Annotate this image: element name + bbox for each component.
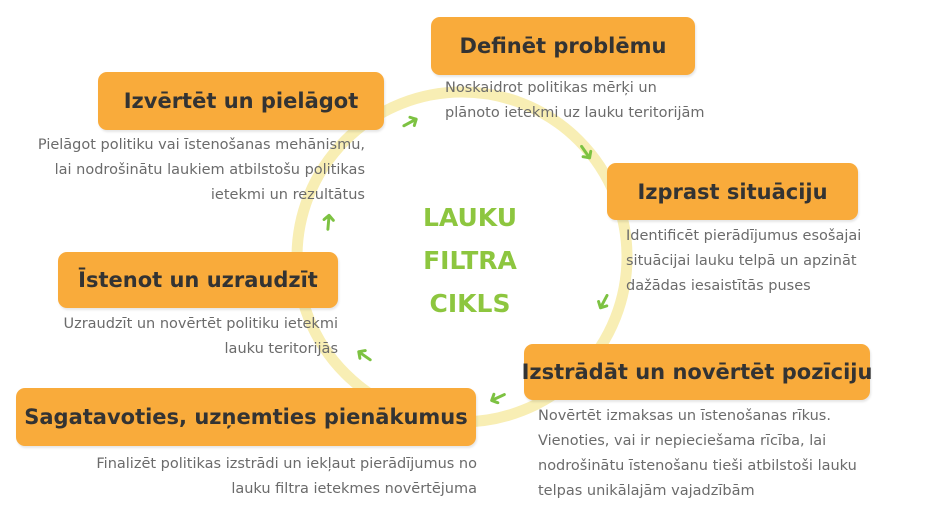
description-line: Novērtēt izmaksas un īstenošanas rīkus.	[538, 408, 831, 424]
step-prepare-commit-box: Sagatavoties, uzņemties pienākumus	[16, 388, 476, 446]
step-title: Definēt problēmu	[459, 34, 667, 58]
step-develop-position-description: Novērtēt izmaksas un īstenošanas rīkus. …	[538, 404, 857, 504]
description-line: Noskaidrot politikas mērķi un	[445, 80, 657, 96]
step-implement-monitor-box: Īstenot un uzraudzīt	[58, 252, 338, 308]
center-title-line: LAUKU	[422, 203, 518, 232]
step-title: Sagatavoties, uzņemties pienākumus	[24, 405, 468, 429]
description-line: telpas unikālajām vajadzībām	[538, 483, 755, 499]
step-title: Izprast situāciju	[637, 179, 828, 204]
step-prepare-commit-description: Finalizēt politikas izstrādi un iekļaut …	[96, 452, 477, 502]
step-evaluate-adjust-box: Izvērtēt un pielāgot	[98, 72, 384, 130]
description-line: Identificēt pierādījumus esošajai	[626, 228, 862, 244]
step-define-problem-description: Noskaidrot politikas mērķi un plānoto ie…	[445, 76, 705, 126]
step-define-problem-box: Definēt problēmu	[431, 17, 695, 75]
cycle-arrow-icon: ➜	[313, 210, 343, 234]
center-title-line: FILTRA	[423, 246, 517, 275]
description-line: Finalizēt politikas izstrādi un iekļaut …	[96, 456, 477, 472]
center-title-line: CIKLS	[429, 289, 511, 318]
step-understand-situation-description: Identificēt pierādījumus esošajai situāc…	[626, 224, 861, 299]
description-line: lauku filtra ietekmes novērtējuma	[231, 481, 477, 497]
description-line: Pielāgot politiku vai īstenošanas mehāni…	[37, 137, 365, 153]
description-line: plānoto ietekmi uz lauku teritorijām	[445, 105, 705, 121]
step-title: Izstrādāt un novērtēt pozīciju	[521, 360, 873, 384]
description-line: situācijai lauku telpā un apzināt	[626, 253, 857, 269]
description-line: lauku teritorijās	[224, 341, 338, 357]
step-develop-position-box: Izstrādāt un novērtēt pozīciju	[521, 344, 873, 400]
description-line: ietekmi un rezultātus	[210, 187, 365, 203]
step-understand-situation-box: Izprast situāciju	[607, 163, 858, 220]
step-evaluate-adjust-description: Pielāgot politiku vai īstenošanas mehāni…	[38, 133, 365, 208]
step-title: Izvērtēt un pielāgot	[123, 89, 359, 113]
step-title: Īstenot un uzraudzīt	[78, 268, 318, 292]
description-line: dažādas iesaistītās puses	[626, 278, 811, 294]
cycle-center-title: LAUKU FILTRA CIKLS	[406, 196, 534, 325]
description-line: Vienoties, vai ir nepieciešama rīcība, l…	[538, 433, 827, 449]
description-line: nodrošinātu īstenošanu tieši atbilstoši …	[538, 458, 857, 474]
description-line: Uzraudzīt un novērtēt politiku ietekmi	[63, 316, 338, 332]
description-line: lai nodrošinātu laukiem atbilstošu polit…	[54, 162, 365, 178]
step-implement-monitor-description: Uzraudzīt un novērtēt politiku ietekmi l…	[63, 312, 338, 362]
